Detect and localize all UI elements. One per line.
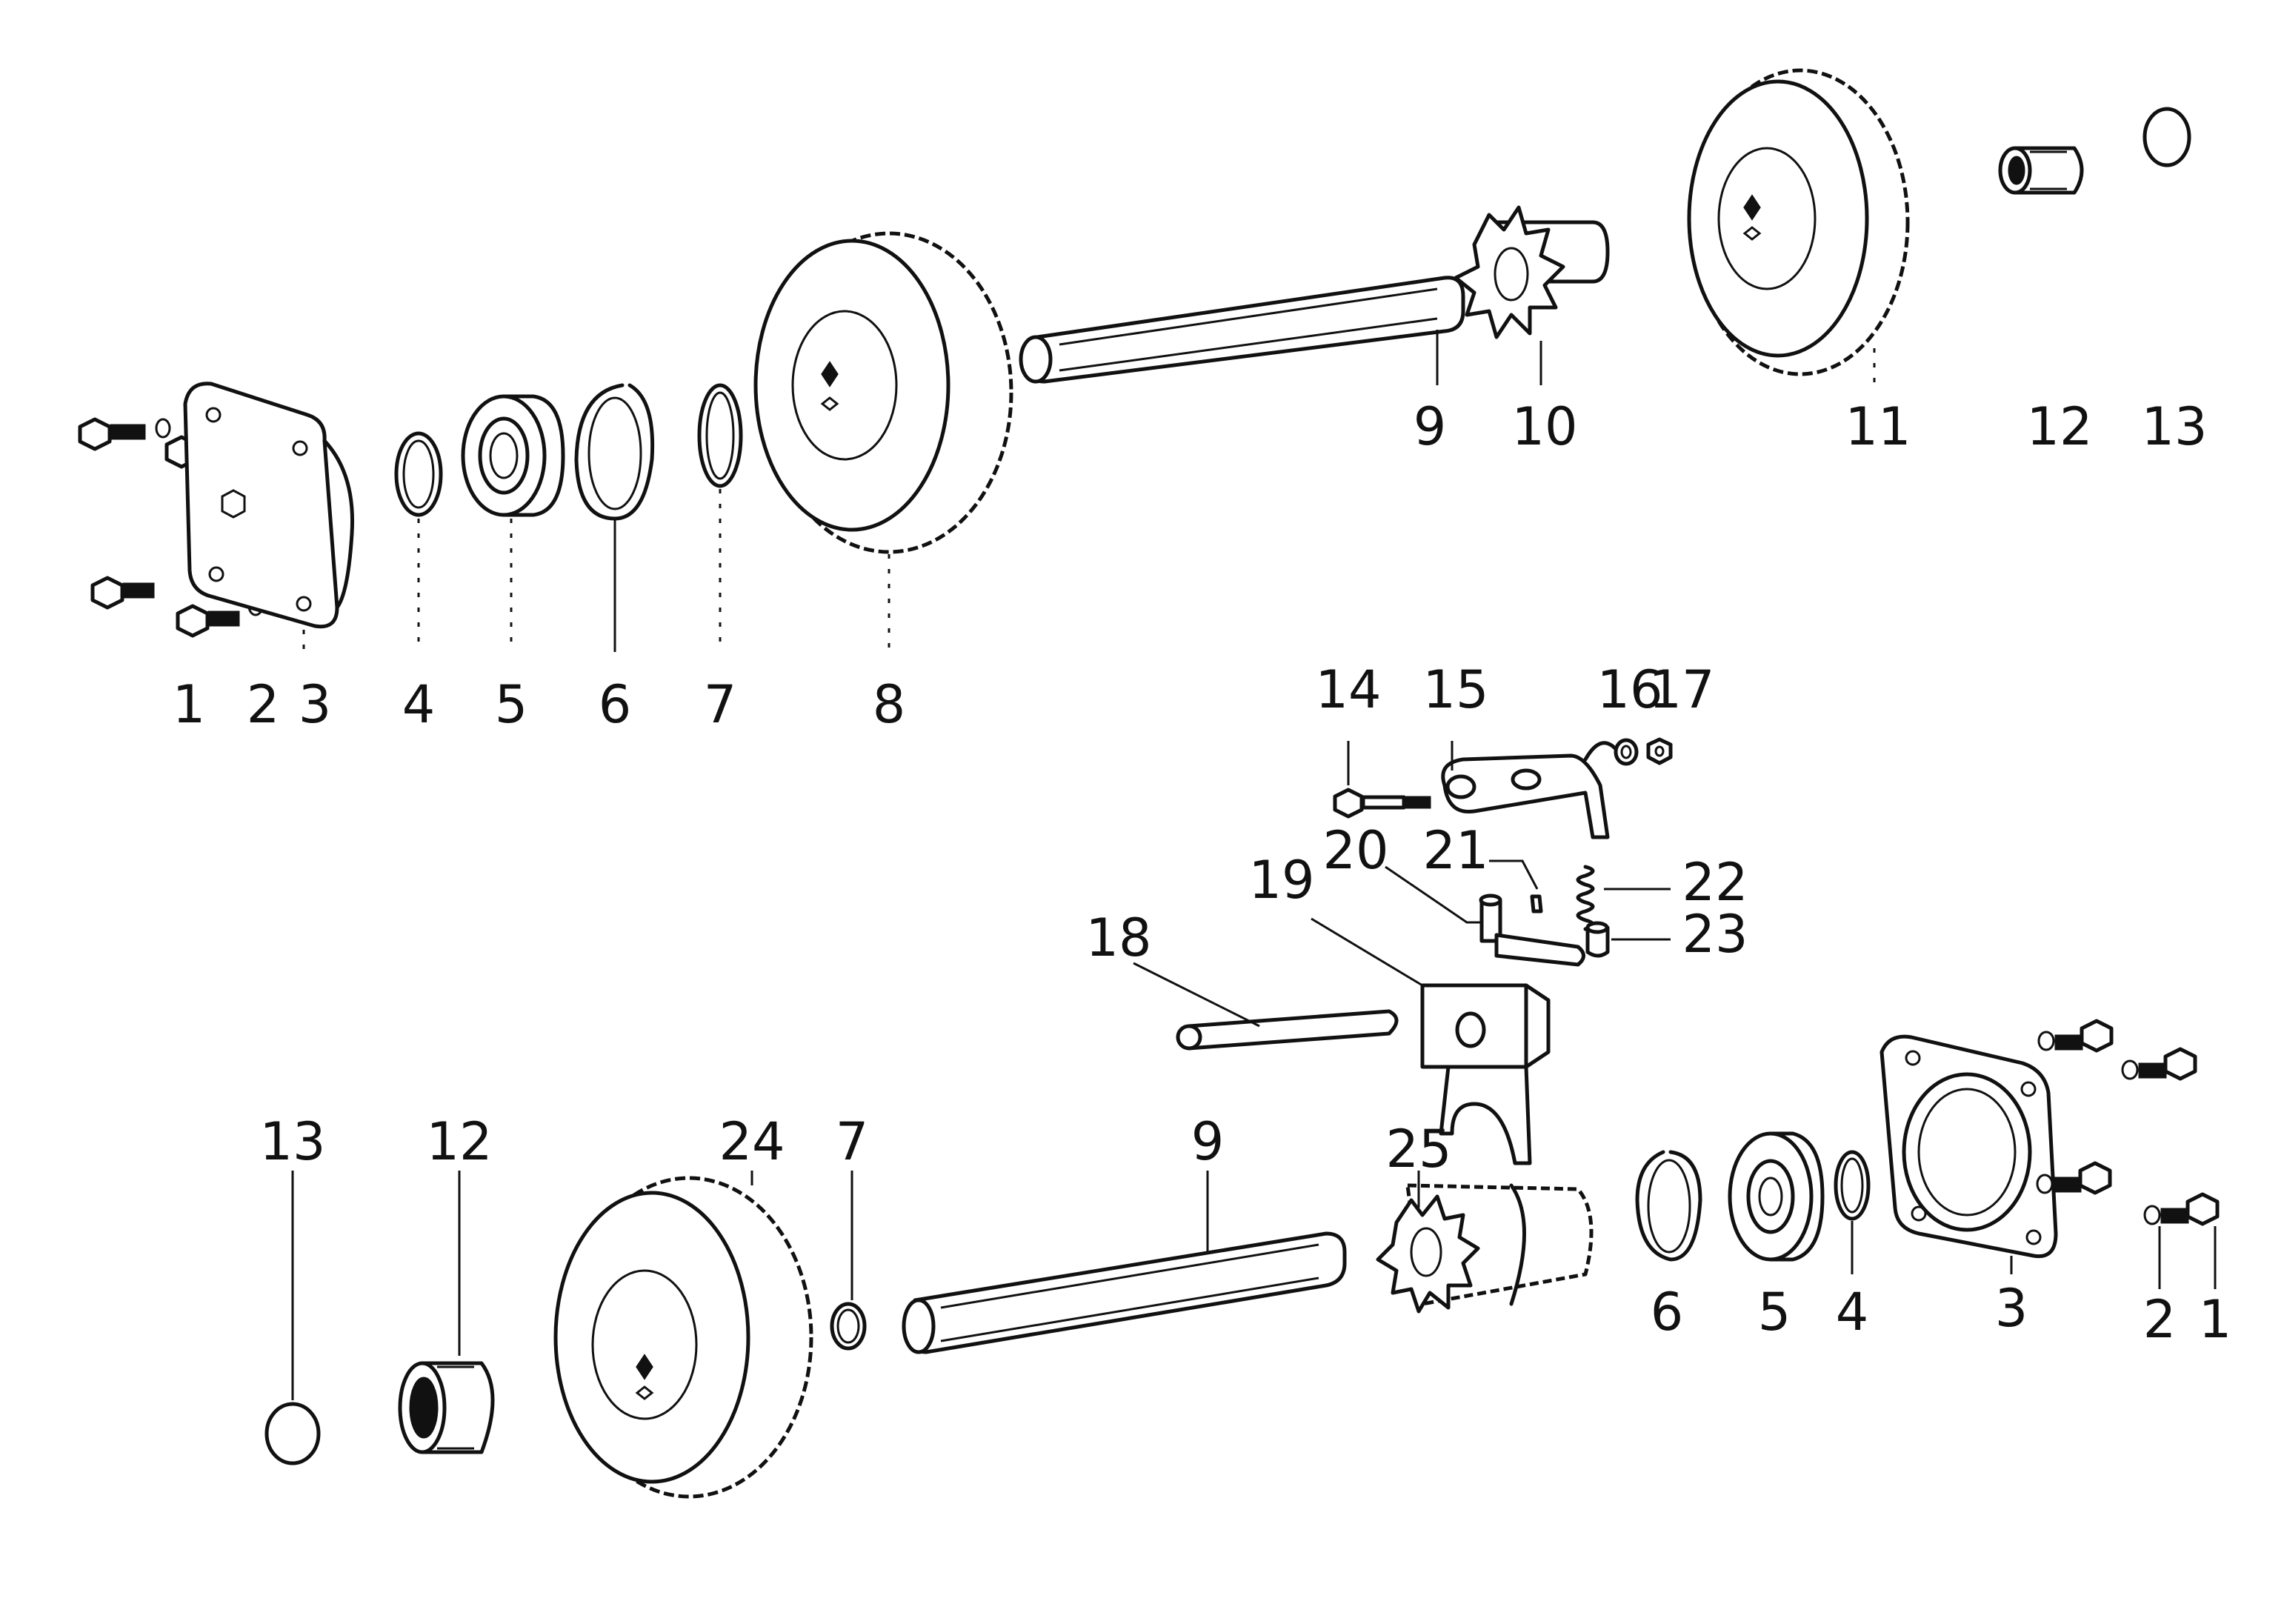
splined-shaft-part-9-lower: [902, 1171, 1347, 1354]
callout-5-upper: 5: [495, 674, 528, 735]
callout-1-upper: 1: [173, 674, 206, 735]
callout-3-lower: 3: [1995, 1278, 2028, 1339]
callout-24: 24: [719, 1111, 785, 1172]
callout-22: 22: [1682, 852, 1748, 913]
splined-shaft-part-9-upper: [1019, 276, 1465, 385]
callout-labels: 1 2 3 4 5 6 7 8 9 10 11 12 13 14 15 16 1…: [173, 396, 2232, 1350]
callout-16: 16: [1597, 659, 1662, 720]
callout-8: 8: [873, 674, 906, 735]
callout-19: 19: [1248, 850, 1314, 911]
cluster-gear-part-25: [1376, 1171, 1594, 1314]
callout-21: 21: [1422, 820, 1488, 881]
callout-13-lower: 13: [259, 1111, 325, 1172]
callout-7-upper: 7: [704, 674, 737, 735]
callout-25: 25: [1385, 1119, 1451, 1179]
snap-ring-part-4-upper: [394, 431, 443, 652]
callout-6-upper: 6: [599, 674, 632, 735]
callout-10: 10: [1511, 396, 1577, 457]
plunger-part-23: [1585, 921, 1671, 958]
circlip-part-6-lower: [1635, 1150, 1702, 1262]
sprocket-part-10: [1454, 205, 1610, 385]
washer-part-2-lower: [2036, 1031, 2161, 1289]
cap-part-13-lower: [264, 1171, 321, 1465]
shift-fork-part-19: [1311, 917, 1551, 1165]
callout-20: 20: [1322, 820, 1388, 881]
callout-11: 11: [1845, 396, 1911, 457]
callout-1-lower: 1: [2199, 1289, 2232, 1350]
callout-2-upper: 2: [247, 674, 280, 735]
shift-lever-part-15: [1441, 741, 1617, 839]
callout-15: 15: [1422, 659, 1488, 720]
spring-part-22: [1576, 865, 1671, 931]
callout-5-lower: 5: [1758, 1282, 1791, 1342]
gear-part-11-large: [1687, 68, 1910, 385]
bearing-part-5-lower: [1728, 1131, 1825, 1262]
rod-part-18: [1133, 962, 1399, 1051]
callout-6-lower: 6: [1651, 1282, 1684, 1342]
bolt-part-1-lower: [2053, 1019, 2220, 1289]
shift-pin-part-20: [1385, 865, 1585, 967]
circlip-part-6-upper: [574, 383, 655, 652]
callout-12-lower: 12: [426, 1111, 492, 1172]
callout-4-upper: 4: [402, 674, 436, 735]
needle-bearing-part-12-upper: [1998, 146, 2084, 195]
cover-plate-part-3-lower: [1880, 1034, 2058, 1274]
shim-ring-part-7-lower: [830, 1171, 867, 1351]
callout-3-upper: 3: [299, 674, 332, 735]
bearing-part-5-upper: [461, 394, 565, 652]
gear-part-8-large: [753, 231, 1013, 652]
callout-13-upper: 13: [2141, 396, 2207, 457]
callout-4-lower: 4: [1836, 1282, 1869, 1342]
callout-17: 17: [1648, 659, 1714, 720]
cover-plate-part-3-upper: [183, 382, 355, 652]
bolt-part-14: [1333, 741, 1431, 819]
key-part-21: [1489, 859, 1543, 914]
nut-part-17: [1646, 737, 1673, 765]
callout-9-lower: 9: [1191, 1111, 1225, 1172]
callout-18: 18: [1085, 908, 1151, 968]
callout-12-upper: 12: [2026, 396, 2092, 457]
needle-bearing-part-12-lower: [398, 1171, 495, 1454]
callout-9-upper: 9: [1414, 396, 1447, 457]
washer-part-16: [1614, 738, 1639, 766]
cap-part-13-upper: [2143, 107, 2191, 167]
callout-14: 14: [1315, 659, 1381, 720]
gear-part-24-large: [553, 1171, 813, 1499]
callout-7-lower: 7: [836, 1111, 869, 1172]
shim-ring-part-7-upper: [697, 383, 743, 652]
callout-23: 23: [1682, 904, 1748, 965]
callout-2-lower: 2: [2143, 1289, 2177, 1350]
snap-ring-part-4-lower: [1834, 1150, 1871, 1274]
